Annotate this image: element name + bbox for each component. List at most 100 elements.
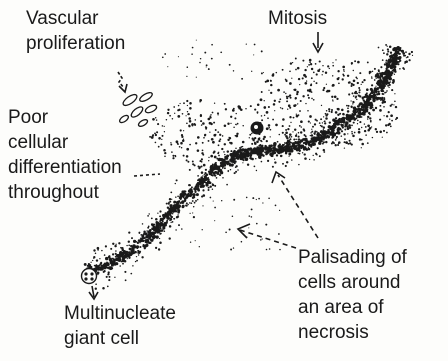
cell-dot [170, 142, 171, 143]
cell-dot [125, 279, 127, 281]
cell-dot [394, 70, 396, 72]
cell-dot [337, 144, 339, 146]
cell-dot [151, 218, 153, 220]
cell-dot [245, 108, 246, 109]
cell-dot [248, 148, 249, 149]
cell-dot [185, 115, 186, 116]
label-line: an area of [298, 295, 407, 320]
cell-dot [247, 164, 249, 166]
cell-dot [169, 225, 172, 228]
vessel [137, 118, 148, 127]
cell-dot [359, 89, 361, 91]
cell-dot [296, 141, 299, 144]
cell-dot [358, 105, 360, 107]
cell-dot [289, 133, 292, 136]
cell-dot [313, 99, 315, 101]
cell-dot [272, 73, 274, 75]
cell-dot [209, 132, 210, 133]
cell-dot [175, 229, 176, 230]
cell-dot [388, 111, 390, 113]
cell-dot [371, 126, 372, 127]
cell-dot [375, 128, 377, 130]
cell-dot [241, 241, 243, 243]
cell-dot [258, 149, 259, 150]
cell-dot [328, 131, 331, 134]
cell-dot [189, 169, 191, 171]
cell-dot [251, 143, 253, 145]
cell-dot [205, 126, 207, 128]
cell-dot [321, 141, 323, 143]
cell-dot [239, 156, 240, 157]
cell-dot [325, 132, 327, 134]
cell-dot [90, 264, 92, 266]
cell-dot [385, 44, 387, 46]
cell-dot [321, 125, 323, 127]
cell-dot [367, 124, 370, 127]
cell-dot [201, 124, 202, 125]
cell-dot [376, 99, 377, 100]
cell-dot [376, 131, 378, 133]
cell-dot [310, 135, 311, 136]
cell-dot [353, 107, 355, 109]
cell-dot [186, 159, 188, 161]
cell-dot [257, 147, 260, 150]
cell-dot [311, 68, 313, 70]
cell-dot [206, 182, 207, 183]
cell-dot [309, 115, 312, 118]
cell-dot [319, 122, 321, 124]
cell-dot [232, 216, 234, 218]
cell-dot [314, 123, 316, 125]
cell-dot [191, 202, 193, 204]
cell-dot [143, 231, 145, 233]
cell-dot [298, 145, 300, 147]
cell-dot [227, 162, 229, 164]
cell-dot [229, 64, 231, 66]
cell-dot [331, 130, 333, 132]
cell-dot [357, 120, 359, 122]
cell-dot [92, 260, 93, 261]
cell-dot [140, 238, 142, 240]
cell-dot [386, 60, 388, 62]
cell-dot [399, 49, 401, 51]
cell-dot [367, 109, 368, 110]
cell-dot [302, 95, 304, 97]
cell-dot [370, 102, 373, 105]
cell-dot [90, 262, 91, 263]
label-mitosis: Mitosis [268, 6, 327, 31]
cell-dot [155, 230, 157, 232]
cell-dot [361, 113, 363, 115]
cell-dot [105, 245, 107, 247]
cell-dot [266, 111, 269, 114]
cell-dot [220, 171, 223, 174]
cell-dot [311, 134, 314, 137]
cell-dot [177, 216, 179, 218]
cell-dot [220, 162, 223, 165]
cell-dot [391, 120, 393, 122]
cell-dot [264, 145, 267, 148]
cell-dot [380, 73, 382, 75]
cell-dot [285, 93, 286, 94]
cell-dot [200, 58, 201, 59]
cell-dot [304, 82, 307, 85]
cell-dot [147, 215, 149, 217]
cell-dot [283, 146, 285, 148]
cell-dot [308, 147, 309, 148]
cell-dot [308, 64, 310, 66]
cell-dot [87, 265, 89, 267]
cell-dot [162, 214, 165, 217]
cell-dot [151, 227, 154, 230]
cell-dot [166, 119, 167, 120]
cell-dot [349, 124, 351, 126]
cell-dot [186, 202, 188, 204]
cell-dot [108, 271, 110, 273]
cell-dot [259, 144, 261, 146]
cell-dot [378, 76, 380, 78]
cell-dot [351, 63, 352, 64]
cell-dot [387, 46, 388, 47]
cell-dot [164, 223, 167, 226]
cell-dot [153, 226, 155, 228]
cell-dot [219, 138, 221, 140]
cell-dot [358, 94, 360, 96]
label-line: differentiation [8, 155, 122, 180]
cell-dot [157, 223, 158, 224]
